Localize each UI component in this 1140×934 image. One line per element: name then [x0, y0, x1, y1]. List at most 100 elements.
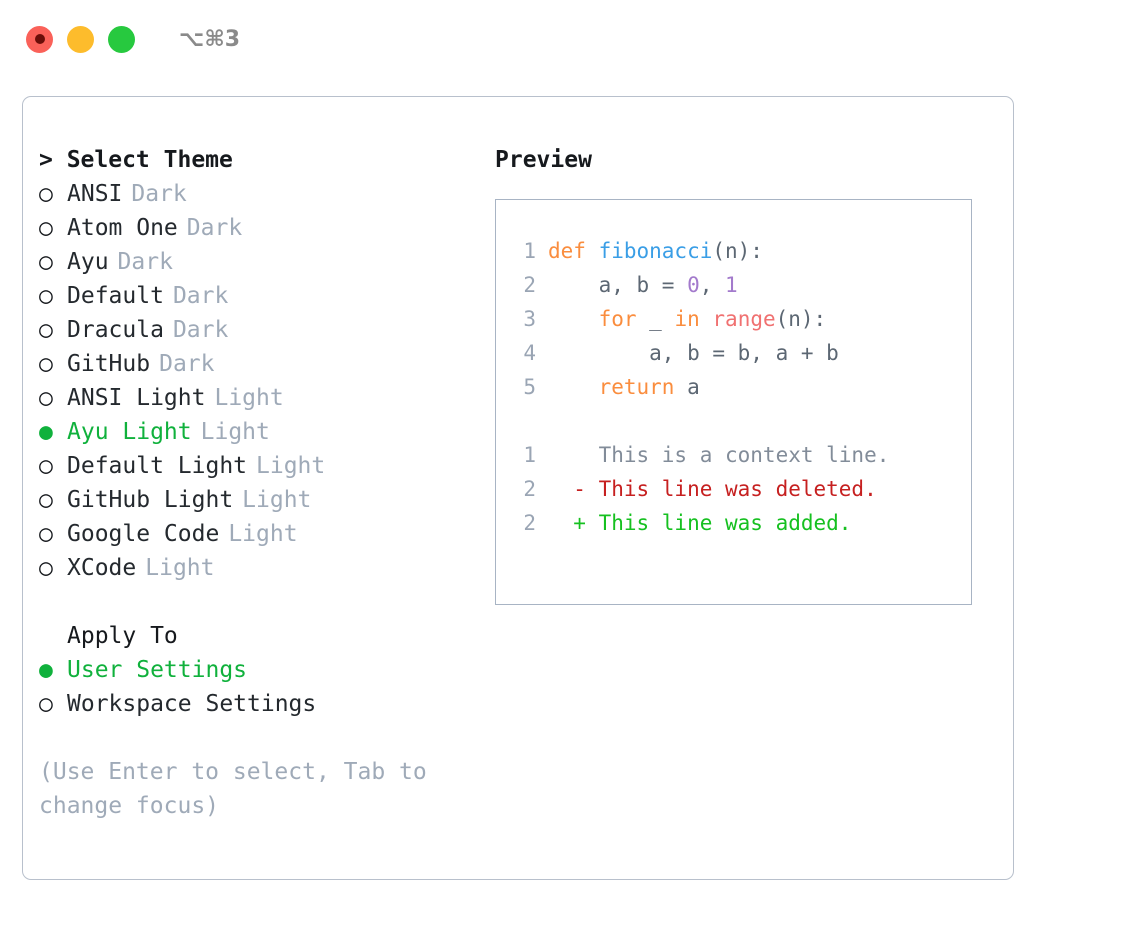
code-line-number: 1: [523, 239, 536, 263]
code-line: 1 def fibonacci(n):: [514, 234, 971, 268]
theme-option-category: Dark: [159, 351, 215, 377]
code-token-txt: a: [674, 375, 700, 399]
radio-unselected-icon: ○: [39, 351, 53, 377]
theme-option-ansi-light[interactable]: ○ ANSI Light Light: [39, 381, 493, 415]
theme-option-label: GitHub: [67, 351, 151, 377]
diff-line-add: 2 + This line was added.: [514, 506, 971, 540]
code-token-call: range: [712, 307, 776, 331]
minimize-button-icon[interactable]: [67, 25, 94, 53]
code-line-content: a, b = 0, 1: [548, 268, 738, 302]
code-line: 3 for _ in range(n):: [514, 302, 971, 336]
keyboard-hint-text: (Use Enter to select, Tab to change focu…: [39, 759, 441, 819]
theme-option-category: Dark: [172, 317, 229, 343]
theme-option-label: Default: [67, 283, 164, 309]
diff-sample: 1 This is a context line.2 - This line w…: [514, 438, 971, 540]
radio-unselected-icon: ○: [39, 453, 53, 479]
theme-option-ayu[interactable]: ○ Ayu Dark: [39, 245, 493, 279]
radio-selected-icon: ●: [39, 657, 53, 683]
theme-option-dracula[interactable]: ○ Dracula Dark: [39, 313, 493, 347]
code-token-kw: def: [548, 239, 599, 263]
apply-to-option-label: Workspace Settings: [67, 691, 317, 717]
code-line-content: a, b = b, a + b: [548, 336, 839, 370]
code-token-kw: return: [598, 375, 675, 399]
theme-option-label: Default Light: [67, 453, 248, 479]
theme-option-label: ANSI: [67, 181, 123, 207]
diff-line-content: - This line was deleted.: [548, 477, 877, 501]
theme-option-default[interactable]: ○ Default Dark: [39, 279, 493, 313]
code-line-number: 3: [523, 307, 536, 331]
apply-to-header: Apply To: [67, 623, 178, 649]
theme-option-default-light[interactable]: ○ Default Light Light: [39, 449, 493, 483]
apply-to-list[interactable]: ●User Settings ○ Workspace Settings: [39, 653, 493, 721]
theme-option-github[interactable]: ○ GitHub Dark: [39, 347, 493, 381]
code-line-content: return a: [548, 370, 700, 404]
radio-unselected-icon: ○: [39, 317, 53, 343]
diff-line-del: 2 - This line was deleted.: [514, 472, 971, 506]
code-token-num: 0: [687, 273, 700, 297]
theme-option-label: ANSI Light: [67, 385, 206, 411]
code-token-txt: [700, 307, 713, 331]
theme-option-label: Dracula: [67, 317, 164, 343]
theme-option-label: Ayu: [67, 249, 109, 275]
radio-unselected-icon: ○: [39, 249, 53, 275]
diff-line-number: 2: [523, 511, 536, 535]
recording-indicator-icon: [34, 34, 45, 44]
radio-unselected-icon: ○: [39, 521, 53, 547]
code-token-txt: a, b = b, a + b: [548, 341, 839, 365]
theme-option-category: Light: [242, 487, 312, 513]
apply-to-option-workspace-settings[interactable]: ○ Workspace Settings: [39, 687, 493, 721]
theme-option-category: Light: [145, 555, 215, 581]
apply-to-option-user-settings[interactable]: ●User Settings: [39, 653, 493, 687]
radio-unselected-icon: ○: [39, 691, 53, 717]
theme-option-category: Dark: [172, 283, 229, 309]
close-button-icon[interactable]: [26, 25, 53, 53]
radio-unselected-icon: ○: [39, 181, 53, 207]
diff-line-number: 1: [523, 443, 536, 467]
theme-option-category: Light: [228, 521, 298, 547]
code-token-txt: [548, 307, 599, 331]
theme-option-google-code[interactable]: ○ Google Code Light: [39, 517, 493, 551]
code-line-number: 5: [523, 375, 536, 399]
theme-option-category: Light: [214, 385, 284, 411]
theme-option-category: Dark: [117, 249, 173, 275]
code-line: 5 return a: [514, 370, 971, 404]
radio-unselected-icon: ○: [39, 385, 53, 411]
code-diff-separator: [514, 404, 971, 438]
code-line-content: def fibonacci(n):: [548, 234, 763, 268]
theme-option-label: XCode: [67, 555, 137, 581]
theme-option-label: Google Code: [67, 521, 220, 547]
diff-line-content: This is a context line.: [548, 443, 890, 467]
code-line-content: for _ in range(n):: [548, 302, 827, 336]
code-token-txt: a, b =: [548, 273, 688, 297]
code-token-kw: for: [598, 307, 637, 331]
code-token-txt: (n):: [712, 239, 763, 263]
code-token-txt: ,: [699, 273, 726, 297]
preview-title: Preview: [495, 147, 592, 173]
code-token-txt: _: [636, 307, 675, 331]
theme-option-category: Light: [256, 453, 326, 479]
radio-unselected-icon: ○: [39, 283, 53, 309]
maximize-button-icon[interactable]: [108, 25, 135, 53]
radio-selected-icon: ●: [39, 419, 53, 445]
code-token-num: 1: [725, 273, 738, 297]
code-token-kw: in: [674, 307, 700, 331]
diff-line-ctx: 1 This is a context line.: [514, 438, 971, 472]
title-bar: ⌥⌘3: [0, 0, 1140, 78]
radio-unselected-icon: ○: [39, 487, 53, 513]
code-token-txt: [548, 375, 599, 399]
theme-option-label: Ayu Light: [67, 419, 192, 445]
code-line-number: 4: [523, 341, 536, 365]
select-theme-header: > Select Theme: [39, 147, 233, 173]
